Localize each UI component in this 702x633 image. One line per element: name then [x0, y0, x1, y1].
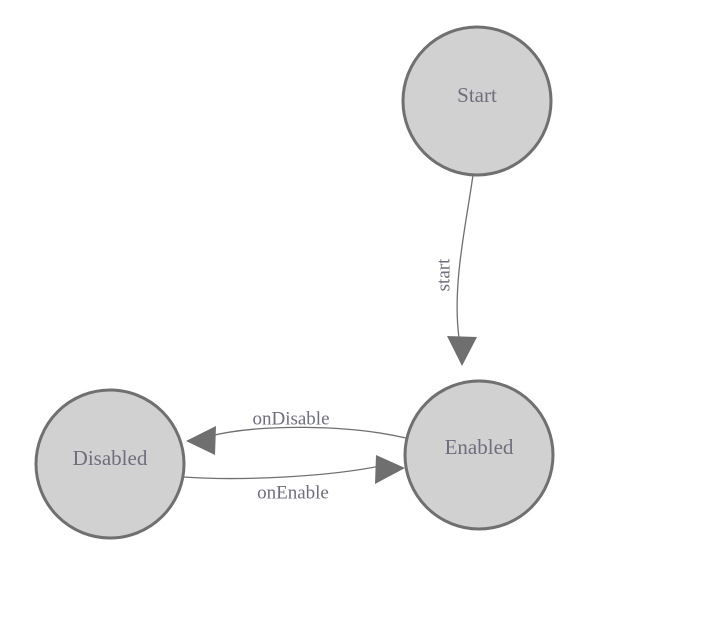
edge-start-to-enabled-line: [456, 174, 474, 339]
edge-disabled-to-enabled[interactable]: onEnable: [182, 455, 405, 503]
edge-label-start: start: [433, 258, 454, 291]
state-node-start-circle: [401, 25, 553, 177]
state-node-disabled-label: Disabled: [73, 446, 148, 470]
edge-enabled-to-disabled[interactable]: onDisable: [186, 408, 407, 455]
edge-start-to-enabled[interactable]: start: [433, 174, 477, 366]
state-node-start-label: Start: [457, 83, 497, 107]
state-node-enabled[interactable]: Enabled: [403, 379, 555, 531]
state-node-start[interactable]: Start: [401, 25, 553, 177]
edge-enabled-to-disabled-line: [205, 426, 407, 439]
state-node-enabled-circle: [403, 379, 555, 531]
arrowhead-right-icon: [375, 455, 405, 484]
state-node-enabled-label: Enabled: [445, 435, 514, 459]
edge-label-onenable: onEnable: [257, 482, 329, 503]
state-node-disabled[interactable]: Disabled: [34, 388, 186, 540]
state-node-disabled-circle: [34, 388, 186, 540]
edge-disabled-to-enabled-line: [182, 464, 386, 480]
edge-label-ondisable: onDisable: [252, 408, 329, 429]
arrowhead-down-icon: [447, 336, 477, 366]
arrowhead-left-icon: [186, 426, 216, 455]
